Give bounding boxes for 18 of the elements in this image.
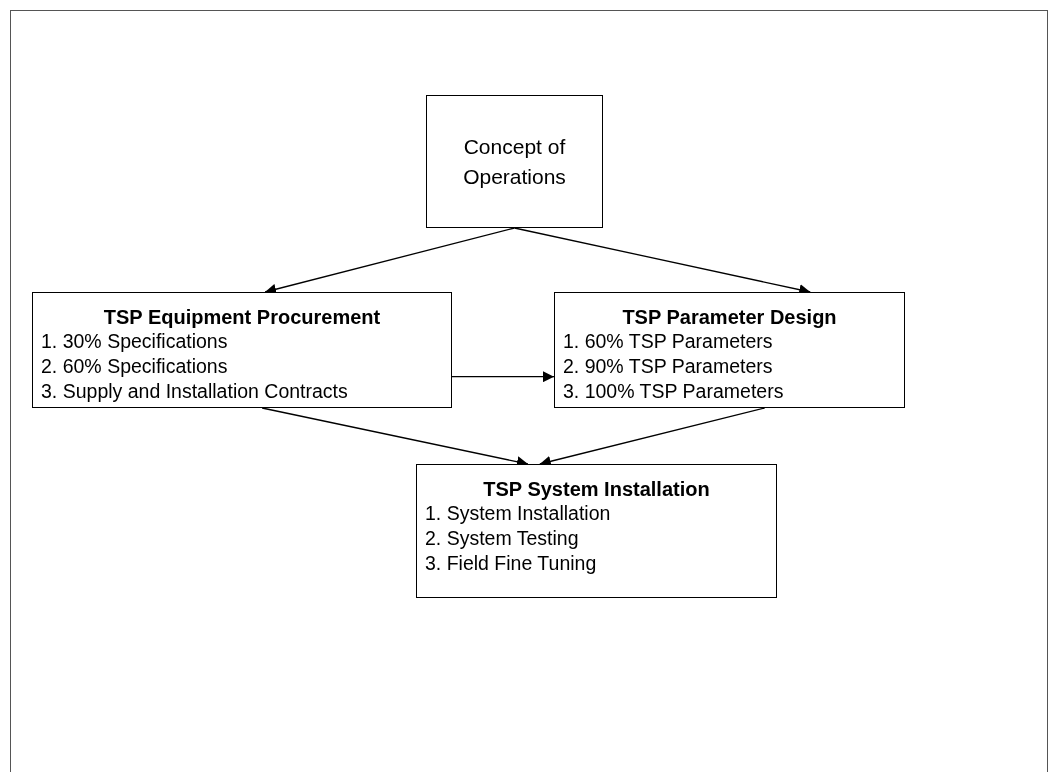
- box-title: Concept of Operations: [462, 133, 567, 190]
- process-box: [426, 95, 603, 228]
- list-item: 2. System Testing: [425, 526, 580, 551]
- list-item: 1. 30% Specifications: [41, 329, 229, 354]
- box-title: TSP Parameter Design: [621, 305, 838, 329]
- box-title: TSP System Installation: [482, 477, 711, 501]
- process-box: [416, 464, 777, 598]
- arrow: [451, 371, 555, 383]
- list-item: 3. Field Fine Tuning: [425, 551, 598, 576]
- process-box: [554, 292, 905, 408]
- list-item: 2. 60% Specifications: [41, 354, 229, 379]
- list-item: 2. 90% TSP Parameters: [563, 354, 774, 379]
- list-item: 3. Supply and Installation Contracts: [41, 379, 349, 404]
- list-item: 1. System Installation: [425, 501, 612, 526]
- box-title: TSP Equipment Procurement: [102, 305, 382, 329]
- list-item: 3. 100% TSP Parameters: [563, 379, 785, 404]
- list-item: 1. 60% TSP Parameters: [563, 329, 774, 354]
- process-box: [32, 292, 452, 408]
